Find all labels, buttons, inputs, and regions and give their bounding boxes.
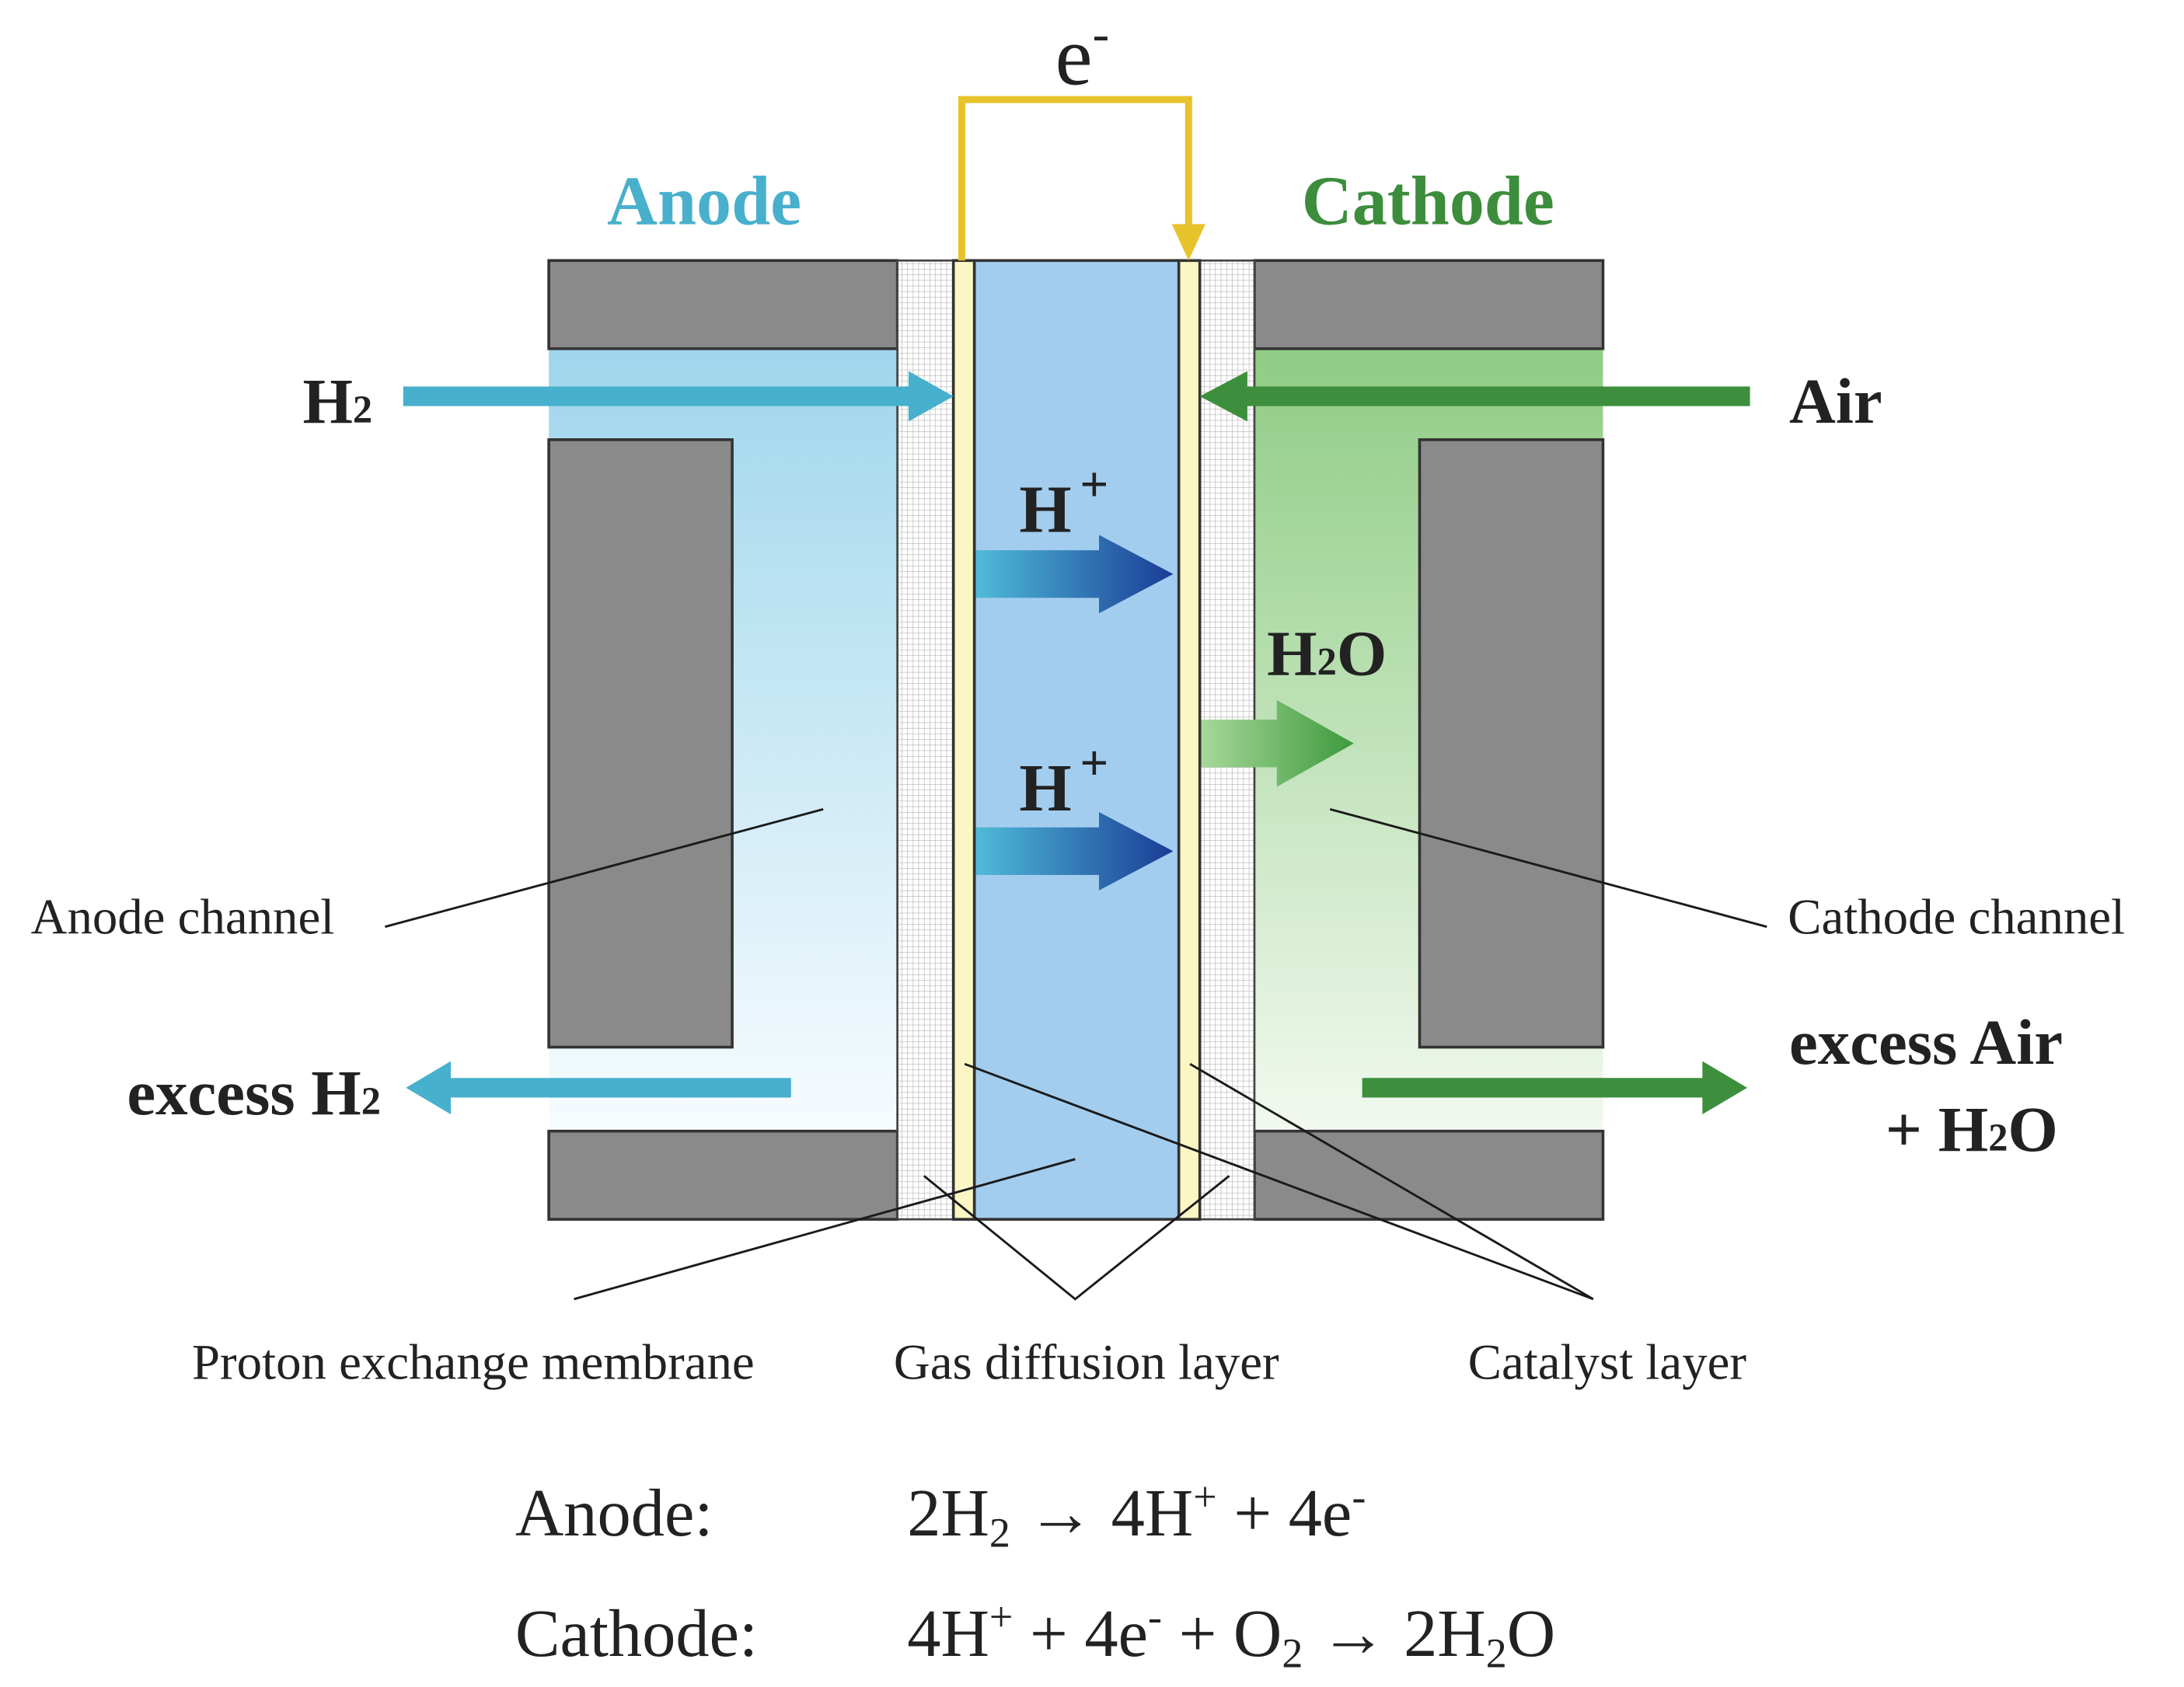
anode-plate-bottom: [547, 1129, 899, 1221]
membrane-label: Proton exchange membrane: [192, 1334, 755, 1390]
anode-header: Anode: [607, 162, 801, 239]
water-label: H2O: [1267, 617, 1387, 688]
excess-air-label-line2: + H2O: [1886, 1093, 2058, 1165]
electron-arrowhead: [1171, 224, 1205, 261]
gas-diffusion-leader: [923, 1175, 1230, 1301]
proton-label-2: H+: [1019, 736, 1108, 826]
cathode-equation-label: Cathode:: [515, 1596, 758, 1671]
cathode-channel-leader: [1329, 807, 1767, 929]
proton-label-1: H+: [1019, 457, 1108, 547]
excess-air-label-line1: excess Air: [1789, 1006, 2063, 1078]
cathode-plate-bottom: [1253, 1129, 1605, 1221]
cathode-header: Cathode: [1302, 162, 1554, 239]
leader-lines: [384, 807, 1767, 1301]
catalyst-leader-right: [1189, 1062, 1594, 1301]
h2-inlet-label: H2: [302, 365, 372, 437]
catalyst-label: Catalyst layer: [1468, 1334, 1747, 1390]
proton-exchange-membrane: [972, 259, 1181, 1221]
proton-arrow-1: [975, 535, 1174, 614]
water-arrow: [1201, 699, 1354, 787]
excess-h2-arrow: [406, 1061, 791, 1115]
anode-plate-rib: [547, 438, 734, 1049]
cathode-catalyst-layer: [1177, 259, 1202, 1221]
cathode-plate-top: [1253, 259, 1605, 350]
proton-arrow-2: [975, 811, 1174, 891]
anode-plates: [547, 259, 899, 1221]
electron-wire: [958, 96, 1192, 261]
anode-channel-label: Anode channel: [31, 890, 335, 946]
air-inlet-arrow: [1199, 371, 1750, 422]
anode-plate-top: [547, 259, 899, 350]
anode-catalyst-layer: [951, 259, 976, 1221]
air-inlet-label: Air: [1789, 365, 1882, 437]
cathode-plates: [1253, 259, 1605, 1221]
excess-air-arrow: [1362, 1061, 1747, 1115]
external-circuit: e-: [958, 6, 1205, 261]
membrane-leader: [574, 1158, 1076, 1301]
anode-equation: 2H2 → 4H+ + 4e-: [907, 1473, 1366, 1556]
cathode-channel-label: Cathode channel: [1788, 890, 2125, 946]
anode-gas-diffusion-layer: [896, 259, 955, 1221]
cathode-equation: 4H+ + 4e- + O2 → 2H2O: [907, 1594, 1555, 1677]
catalyst-leader-left: [964, 1062, 1594, 1301]
excess-h2-label: excess H2: [127, 1057, 381, 1128]
gas-diffusion-label: Gas diffusion layer: [894, 1334, 1279, 1390]
anode-channel-leader: [384, 807, 824, 929]
anode-equation-label: Anode:: [515, 1476, 713, 1550]
electron-label: e-: [1055, 6, 1110, 103]
h2-inlet-arrow: [403, 371, 954, 422]
cathode-plate-rib: [1418, 438, 1605, 1049]
